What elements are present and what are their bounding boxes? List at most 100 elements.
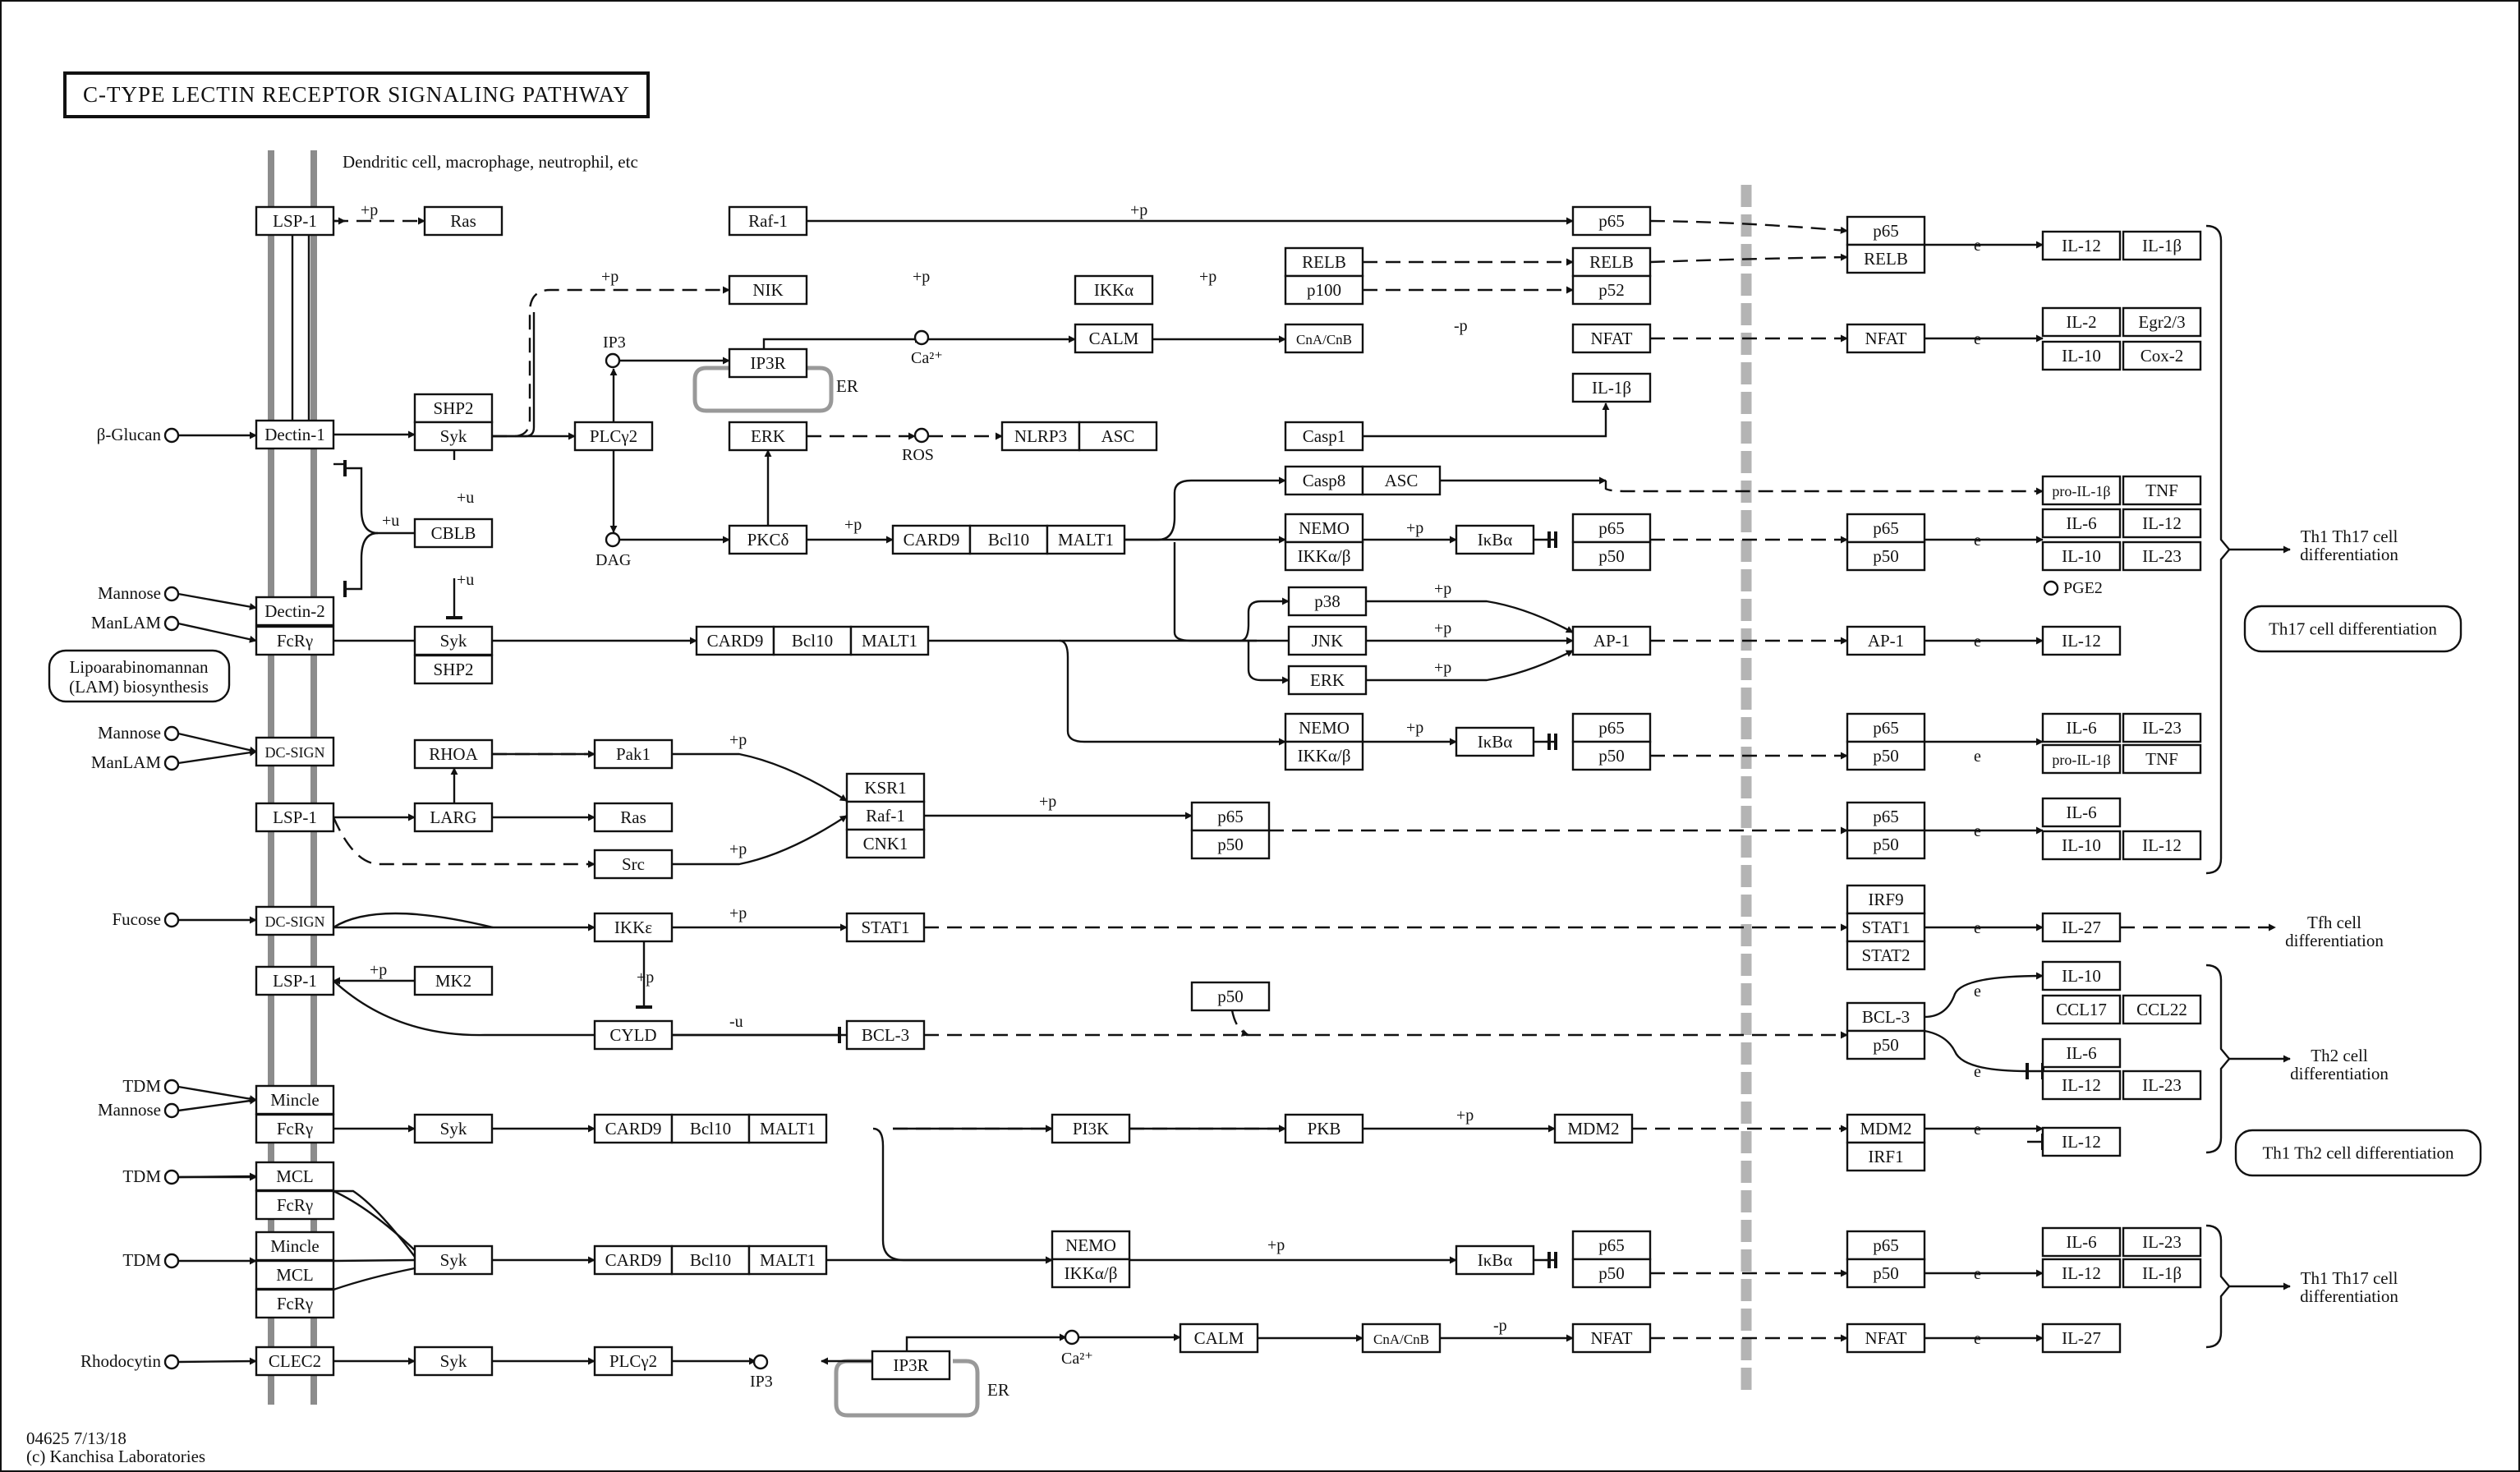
node-nik[interactable]: NIK xyxy=(728,274,808,306)
node-stat1[interactable]: STAT1 xyxy=(845,912,926,943)
node-raf-1[interactable]: Raf-1 xyxy=(845,800,926,831)
node-bcl-3[interactable]: BCL-3 xyxy=(845,1019,926,1051)
node-raf-1[interactable]: Raf-1 xyxy=(728,205,808,237)
node-il-2[interactable]: IL-2 xyxy=(2041,306,2122,338)
node-egr2-3[interactable]: Egr2/3 xyxy=(2122,306,2202,338)
node-dc-sign[interactable]: DC-SIGN xyxy=(255,905,335,936)
node-p65[interactable]: p65 xyxy=(1846,712,1926,743)
node-tnf[interactable]: TNF xyxy=(2122,743,2202,775)
node-il-10[interactable]: IL-10 xyxy=(2041,960,2122,991)
node-shp2[interactable]: SHP2 xyxy=(413,654,494,685)
node-p50[interactable]: p50 xyxy=(1190,829,1271,860)
node-pro-il-1[interactable]: pro-IL-1β xyxy=(2041,743,2122,775)
node-p52[interactable]: p52 xyxy=(1571,274,1652,306)
node-malt1[interactable]: MALT1 xyxy=(747,1244,828,1276)
node-il-10[interactable]: IL-10 xyxy=(2041,830,2122,861)
node-il-12[interactable]: IL-12 xyxy=(2041,1126,2122,1157)
node-i-b[interactable]: IκBα xyxy=(1455,524,1535,555)
node-lsp-1[interactable]: LSP-1 xyxy=(255,205,335,237)
node-fcr[interactable]: FcRγ xyxy=(255,1113,335,1144)
node-cox-2[interactable]: Cox-2 xyxy=(2122,340,2202,371)
node-nfat[interactable]: NFAT xyxy=(1571,1322,1652,1354)
node-irf1[interactable]: IRF1 xyxy=(1846,1141,1926,1172)
node-il-6[interactable]: IL-6 xyxy=(2041,1226,2122,1258)
node-lsp-1[interactable]: LSP-1 xyxy=(255,965,335,996)
node-jnk[interactable]: JNK xyxy=(1287,625,1368,656)
node-il-12[interactable]: IL-12 xyxy=(2041,230,2122,261)
node-casp8[interactable]: Casp8 xyxy=(1284,465,1364,496)
node-il-10[interactable]: IL-10 xyxy=(2041,340,2122,371)
node-il-10[interactable]: IL-10 xyxy=(2041,540,2122,572)
node-ip3r[interactable]: IP3R xyxy=(728,347,808,379)
node-il-27[interactable]: IL-27 xyxy=(2041,1322,2122,1354)
node-pro-il-1[interactable]: pro-IL-1β xyxy=(2041,475,2122,506)
node-ikk[interactable]: IKKε xyxy=(593,912,674,943)
node-dectin-2[interactable]: Dectin-2 xyxy=(255,596,335,627)
node-nemo[interactable]: NEMO xyxy=(1051,1230,1131,1261)
node-p50[interactable]: p50 xyxy=(1571,1258,1652,1289)
node-ras[interactable]: Ras xyxy=(593,802,674,833)
node-malt1[interactable]: MALT1 xyxy=(747,1113,828,1144)
node-calm[interactable]: CALM xyxy=(1179,1322,1259,1354)
node-larg[interactable]: LARG xyxy=(413,802,494,833)
node-pi3k[interactable]: PI3K xyxy=(1051,1113,1131,1144)
node-il-6[interactable]: IL-6 xyxy=(2041,508,2122,539)
node-il-6[interactable]: IL-6 xyxy=(2041,712,2122,743)
node-nemo[interactable]: NEMO xyxy=(1284,513,1364,544)
node-ap-1[interactable]: AP-1 xyxy=(1571,625,1652,656)
node-cna-cnb[interactable]: CnA/CnB xyxy=(1361,1322,1442,1354)
node-malt1[interactable]: MALT1 xyxy=(849,625,930,656)
th1-th2-differentiation-box[interactable]: Th1 Th2 cell differentiation xyxy=(2234,1129,2482,1177)
node-erk[interactable]: ERK xyxy=(1287,665,1368,696)
node-bcl10[interactable]: Bcl10 xyxy=(670,1113,751,1144)
node-il-23[interactable]: IL-23 xyxy=(2122,712,2202,743)
node-rhoa[interactable]: RHOA xyxy=(413,738,494,770)
node-stat1[interactable]: STAT1 xyxy=(1846,912,1926,943)
node-pkc[interactable]: PKCδ xyxy=(728,524,808,555)
node-fcr[interactable]: FcRγ xyxy=(255,625,335,656)
node-il-23[interactable]: IL-23 xyxy=(2122,1226,2202,1258)
node-il-12[interactable]: IL-12 xyxy=(2041,625,2122,656)
node-irf9[interactable]: IRF9 xyxy=(1846,884,1926,915)
node-il-23[interactable]: IL-23 xyxy=(2122,540,2202,572)
node-mdm2[interactable]: MDM2 xyxy=(1846,1113,1926,1144)
th17-differentiation-box[interactable]: Th17 cell differentiation xyxy=(2243,605,2463,653)
node-tnf[interactable]: TNF xyxy=(2122,475,2202,506)
node-cblb[interactable]: CBLB xyxy=(413,518,494,549)
node-mk2[interactable]: MK2 xyxy=(413,965,494,996)
node-ikk[interactable]: IKKα/β xyxy=(1284,740,1364,771)
node-bcl10[interactable]: Bcl10 xyxy=(772,625,853,656)
node-fcr[interactable]: FcRγ xyxy=(255,1288,335,1319)
node-bcl-3[interactable]: BCL-3 xyxy=(1846,1001,1926,1033)
node-bcl10[interactable]: Bcl10 xyxy=(968,524,1049,555)
node-il-12[interactable]: IL-12 xyxy=(2041,1070,2122,1101)
node-relb[interactable]: RELB xyxy=(1284,246,1364,278)
node-ccl22[interactable]: CCL22 xyxy=(2122,994,2202,1025)
node-p100[interactable]: p100 xyxy=(1284,274,1364,306)
node-nlrp3[interactable]: NLRP3 xyxy=(1000,421,1081,452)
node-mcl[interactable]: MCL xyxy=(255,1161,335,1192)
node-shp2[interactable]: SHP2 xyxy=(413,393,494,424)
node-p65[interactable]: p65 xyxy=(1846,1230,1926,1261)
node-relb[interactable]: RELB xyxy=(1846,243,1926,274)
node-ras[interactable]: Ras xyxy=(423,205,504,237)
node-nfat[interactable]: NFAT xyxy=(1846,1322,1926,1354)
node-il-27[interactable]: IL-27 xyxy=(2041,912,2122,943)
node-p50[interactable]: p50 xyxy=(1846,1029,1926,1060)
node-p50[interactable]: p50 xyxy=(1846,1258,1926,1289)
node-mdm2[interactable]: MDM2 xyxy=(1553,1113,1634,1144)
node-p50[interactable]: p50 xyxy=(1846,829,1926,860)
node-syk[interactable]: Syk xyxy=(413,1113,494,1144)
node-relb[interactable]: RELB xyxy=(1571,246,1652,278)
node-syk[interactable]: Syk xyxy=(413,625,494,656)
node-syk[interactable]: Syk xyxy=(413,421,494,452)
lam-biosynthesis-box[interactable]: Lipoarabinomannan(LAM) biosynthesis xyxy=(48,649,231,703)
node-p65[interactable]: p65 xyxy=(1571,712,1652,743)
node-p65[interactable]: p65 xyxy=(1190,801,1271,832)
node-erk[interactable]: ERK xyxy=(728,421,808,452)
node-nemo[interactable]: NEMO xyxy=(1284,712,1364,743)
node-fcr[interactable]: FcRγ xyxy=(255,1189,335,1221)
node-card9[interactable]: CARD9 xyxy=(593,1244,674,1276)
node-ikk[interactable]: IKKα/β xyxy=(1051,1258,1131,1289)
node-src[interactable]: Src xyxy=(593,849,674,880)
